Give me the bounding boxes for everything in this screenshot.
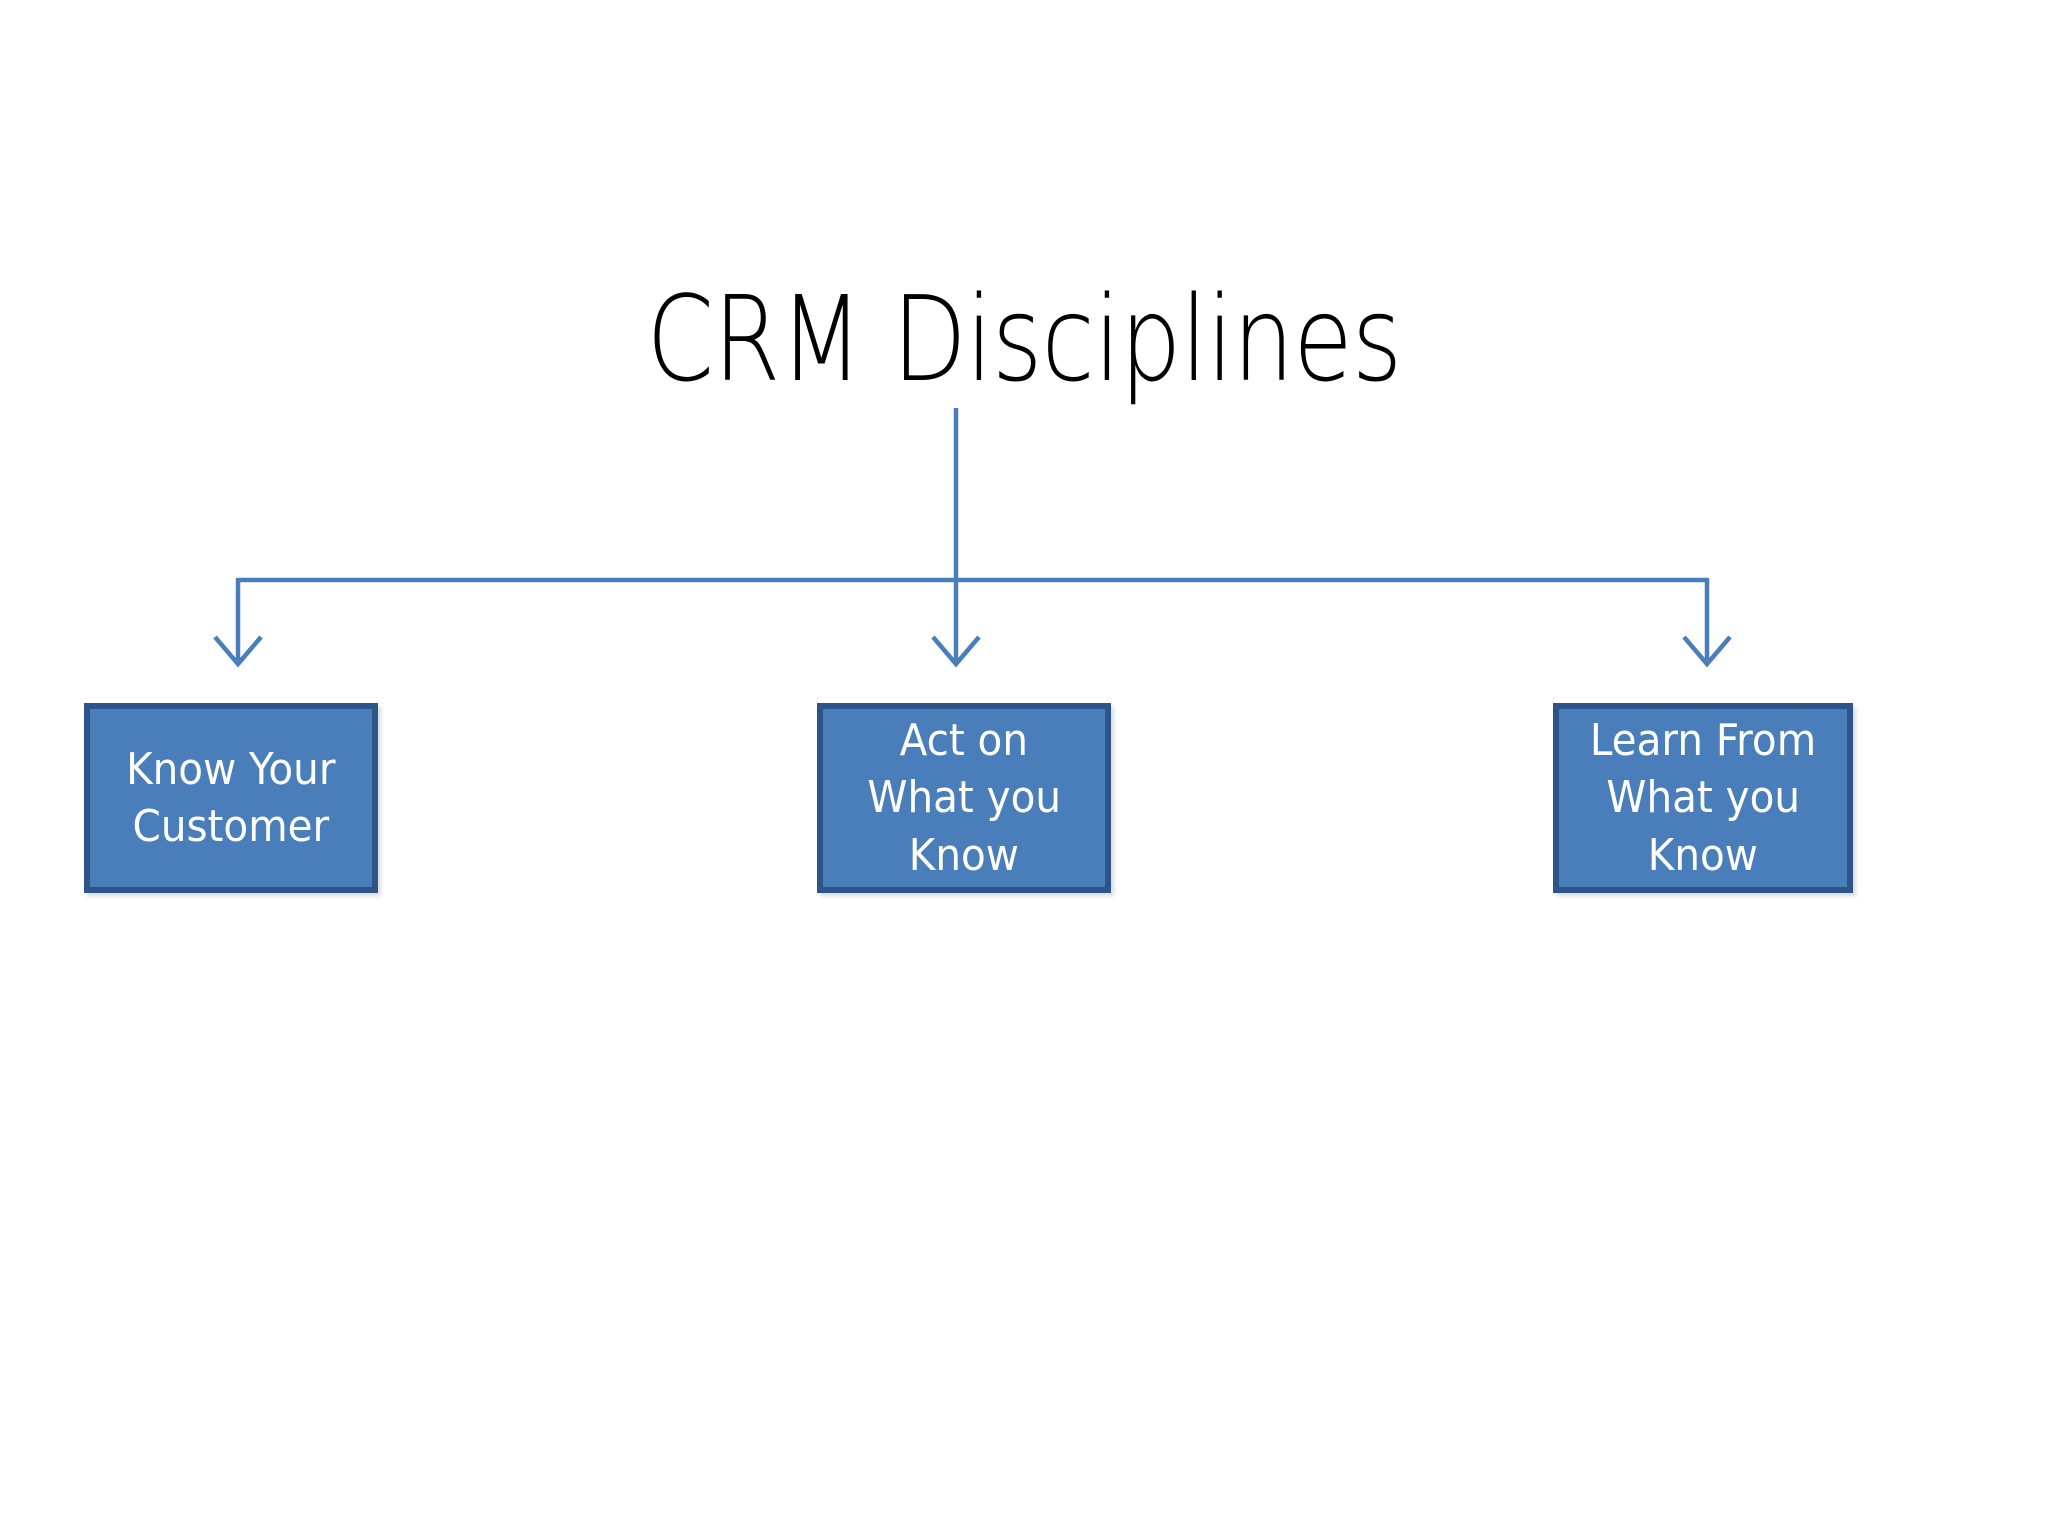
node-label-line: Know [908, 829, 1020, 881]
node-label-line: Learn From [1589, 715, 1817, 767]
arrowhead-2 [1682, 635, 1732, 668]
node-label-line: What you [1606, 772, 1800, 824]
page-title: CRM Disciplines [646, 270, 1402, 408]
node-label-line: Know [1647, 829, 1759, 881]
diagram-node-learn-from-what-you-know[interactable]: Learn From What you Know [1553, 703, 1853, 893]
node-label-line: Act on [899, 715, 1029, 767]
arrowhead-0 [213, 635, 263, 668]
node-label-line: What you [867, 772, 1061, 824]
node-label-line: Know Your [126, 743, 336, 795]
node-label-line: Customer [132, 801, 330, 852]
arrowhead-1 [931, 635, 981, 668]
diagram-node-know-your-customer[interactable]: Know Your Customer [84, 703, 378, 893]
diagram-node-act-on-what-you-know[interactable]: Act on What you Know [817, 703, 1111, 893]
